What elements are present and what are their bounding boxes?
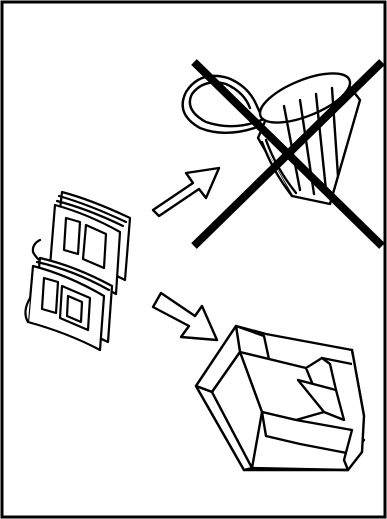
arrow-right-up-icon	[151, 166, 221, 218]
drawer-storage-icon	[194, 324, 366, 472]
arrow-right-down-icon	[151, 291, 219, 342]
cross-out-icon	[191, 59, 385, 249]
open-manual-icon	[24, 190, 132, 352]
